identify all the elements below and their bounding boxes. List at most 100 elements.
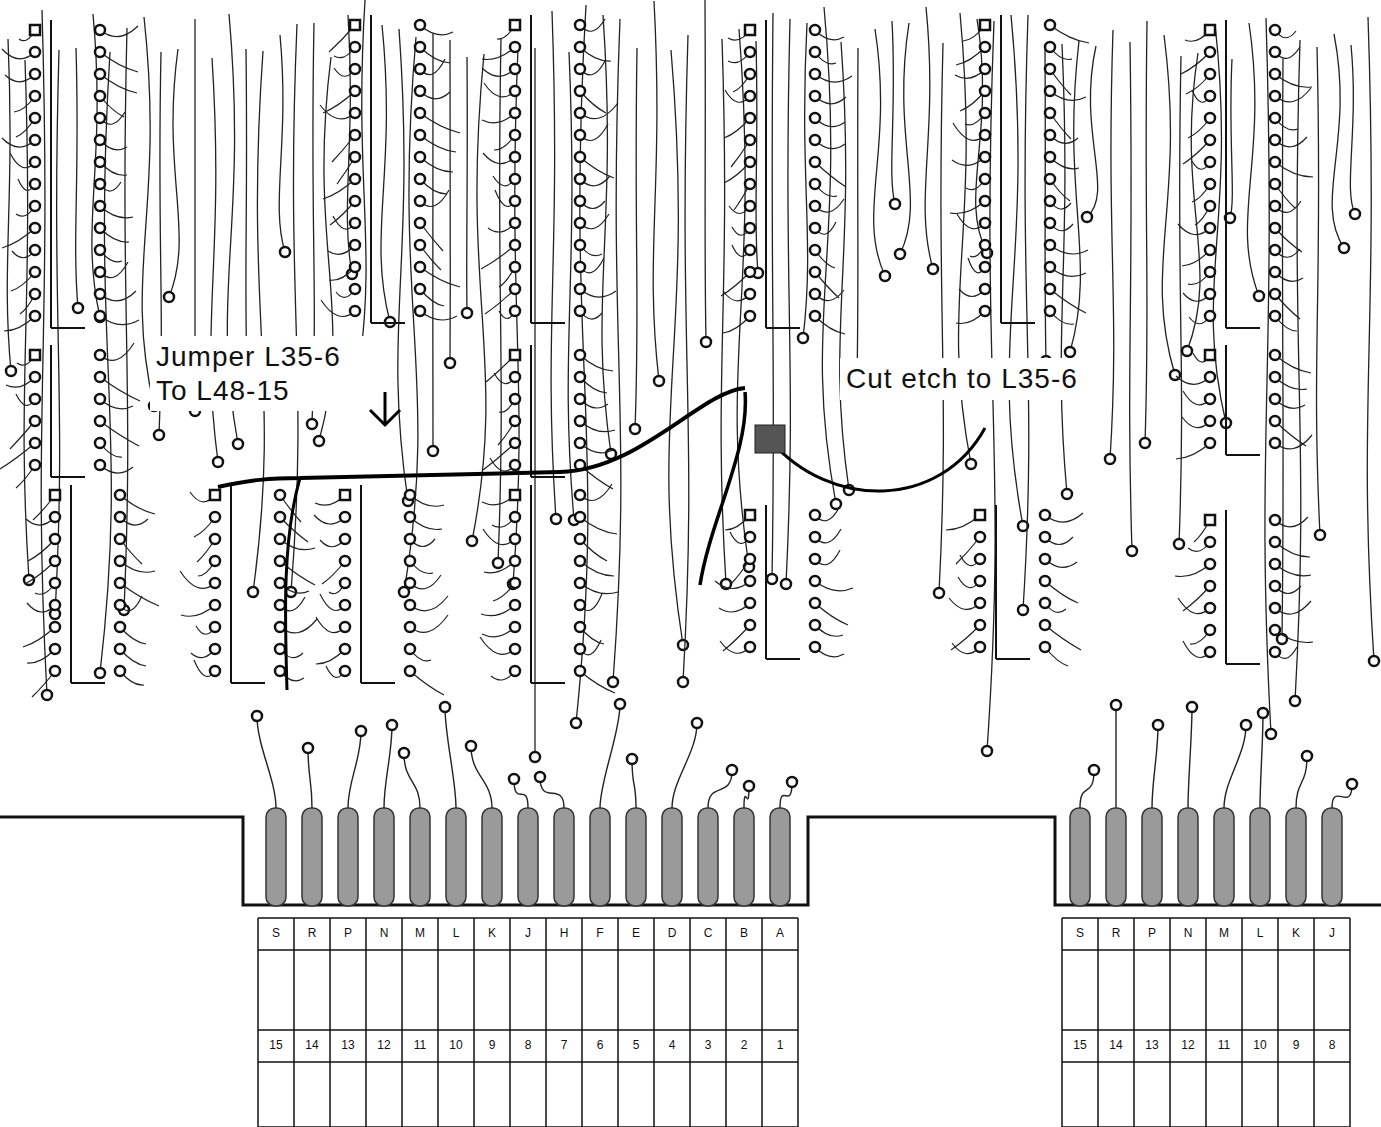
etch-trace xyxy=(1332,34,1344,248)
ic-pad xyxy=(95,113,105,123)
via-pad xyxy=(1350,209,1360,219)
ic-pad xyxy=(115,556,125,566)
table-rule xyxy=(1349,918,1351,1127)
etch-trace xyxy=(939,43,943,593)
ic-pad xyxy=(415,284,425,294)
ic-pad xyxy=(30,416,40,426)
ic-pad xyxy=(1270,245,1280,255)
ic-pad xyxy=(980,284,990,294)
ic-pad xyxy=(340,512,350,522)
ic-pad xyxy=(50,534,60,544)
ic-pad xyxy=(510,666,520,676)
ic-pad xyxy=(745,201,755,211)
via-pad xyxy=(890,199,900,209)
etch-trace xyxy=(100,52,138,72)
etch-trace xyxy=(466,57,468,313)
ic-pad xyxy=(575,394,585,404)
etch-trace xyxy=(1152,725,1158,808)
ic-pad xyxy=(510,240,520,250)
ic-pad xyxy=(510,174,520,184)
ic-pad xyxy=(810,510,820,520)
table-rule xyxy=(581,918,583,1127)
chip-outline xyxy=(1000,15,1002,323)
ic-pad xyxy=(1270,311,1280,321)
edge-finger xyxy=(590,808,610,906)
ic-pad xyxy=(30,289,40,299)
via-pad xyxy=(252,711,262,721)
ic-pad xyxy=(980,130,990,140)
pin-label: C xyxy=(693,925,723,941)
ic-pad xyxy=(1205,267,1215,277)
chip-outline xyxy=(361,682,395,684)
ic-pad xyxy=(980,86,990,96)
ic-pad xyxy=(350,108,360,118)
pin-one-pad xyxy=(340,490,350,500)
ic-pad xyxy=(1270,416,1280,426)
via-pad xyxy=(42,690,52,700)
etch-trace xyxy=(874,29,885,276)
ic-pad xyxy=(1205,438,1215,448)
chip-outline xyxy=(50,20,52,328)
ic-pad xyxy=(810,598,820,608)
ic-pad xyxy=(745,91,755,101)
via-pad xyxy=(1266,729,1276,739)
ic-pad xyxy=(1205,135,1215,145)
etch-trace xyxy=(669,50,683,645)
ic-pad xyxy=(115,512,125,522)
etch-trace xyxy=(24,60,29,580)
ic-pad xyxy=(210,534,220,544)
ic-pad xyxy=(980,108,990,118)
ic-pad xyxy=(415,42,425,52)
ic-pad xyxy=(575,666,585,676)
etch-trace xyxy=(404,753,420,808)
ic-pad xyxy=(1040,576,1050,586)
ic-pad xyxy=(50,578,60,588)
ic-pad xyxy=(575,600,585,610)
edge-finger xyxy=(1070,808,1090,906)
chip-outline xyxy=(531,476,565,478)
ic-pad xyxy=(30,157,40,167)
ic-pad xyxy=(95,69,105,79)
via-pad xyxy=(982,746,992,756)
ic-pad xyxy=(30,113,40,123)
ic-pad xyxy=(810,157,820,167)
edge-finger xyxy=(338,808,358,906)
ic-pad xyxy=(810,179,820,189)
via-pad xyxy=(615,699,625,709)
ic-pad xyxy=(575,350,585,360)
chip-outline xyxy=(71,682,105,684)
table-rule xyxy=(797,918,799,1127)
ic-pad xyxy=(1045,42,1055,52)
ic-pad xyxy=(1205,289,1215,299)
etch-trace xyxy=(7,39,11,371)
etch-trace xyxy=(120,583,159,606)
pin-label: K xyxy=(477,925,507,941)
table-rule xyxy=(401,918,403,1127)
ic-pad xyxy=(1045,218,1055,228)
ic-pad xyxy=(745,554,755,564)
ic-pad xyxy=(980,64,990,74)
ic-pad xyxy=(1270,267,1280,277)
ic-pad xyxy=(350,196,360,206)
ic-pad xyxy=(745,157,755,167)
pin-one-pad xyxy=(510,20,520,30)
ic-pad xyxy=(275,556,285,566)
ic-pad xyxy=(415,174,425,184)
ic-pad xyxy=(95,416,105,426)
ic-pad xyxy=(1205,47,1215,57)
ic-pad xyxy=(50,666,60,676)
pin-label: R xyxy=(1101,925,1131,941)
via-pad xyxy=(1187,702,1197,712)
ic-pad xyxy=(50,622,60,632)
table-rule xyxy=(258,1126,798,1127)
table-rule xyxy=(1169,918,1171,1127)
ic-pad xyxy=(1270,47,1280,57)
ic-pad xyxy=(1270,394,1280,404)
pin-label: 1 xyxy=(765,1037,795,1053)
edge-finger xyxy=(1286,808,1306,906)
chip-outline xyxy=(51,476,85,478)
ic-pad xyxy=(510,460,520,470)
ic-pad xyxy=(575,152,585,162)
pointer-arrow xyxy=(370,392,400,425)
pin-label: 13 xyxy=(1137,1037,1167,1053)
